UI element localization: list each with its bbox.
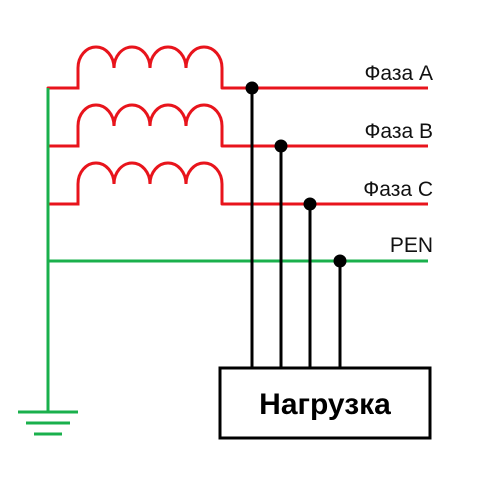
load-box xyxy=(218,366,432,440)
junction-dot-icon xyxy=(303,197,317,211)
junction-dot-icon xyxy=(245,81,259,95)
winding-phase-a xyxy=(46,45,224,90)
junction-dot-icon xyxy=(333,254,347,268)
winding-phase-b xyxy=(46,103,224,148)
transformer-windings xyxy=(46,45,224,206)
load-feed-wires xyxy=(250,88,342,368)
winding-phase-c xyxy=(46,161,224,206)
ground-icon xyxy=(18,410,78,436)
phase-c-label: Фаза С xyxy=(363,178,433,201)
junctions xyxy=(245,81,347,268)
phase-b-label: Фаза В xyxy=(364,120,433,143)
junction-dot-icon xyxy=(274,139,288,153)
pen-network xyxy=(18,88,428,436)
pen-label: PEN xyxy=(390,234,433,257)
phase-a-label: Фаза А xyxy=(364,62,433,85)
load-label: Нагрузка xyxy=(259,388,391,421)
